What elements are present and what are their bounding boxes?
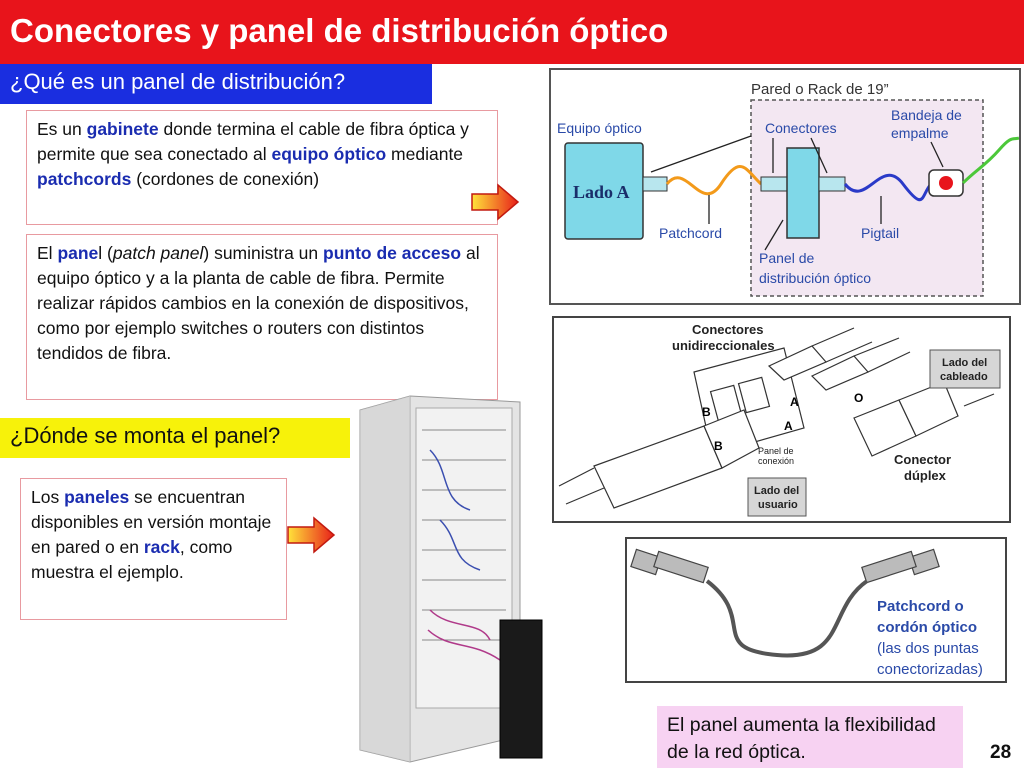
unidirectional-label-2: unidireccionales xyxy=(672,338,775,353)
slide-title: Conectores y panel de distribución óptic… xyxy=(10,12,669,49)
letter-a: A xyxy=(790,395,799,409)
lado-a-label: Lado A xyxy=(573,182,630,202)
letter-a: A xyxy=(784,419,793,433)
definition-paragraph: Es un gabinete donde termina el cable de… xyxy=(26,110,498,225)
letter-o: O xyxy=(854,391,863,405)
text-run: se encuentran disponibles en versión mon… xyxy=(31,487,272,557)
cable-side-label-1: Lado del xyxy=(942,357,987,369)
title-bar: Conectores y panel de distribución óptic… xyxy=(0,0,1024,64)
text-run: l ( xyxy=(98,243,113,263)
equipo-label: Equipo óptico xyxy=(557,120,642,136)
user-side-label-2: usuario xyxy=(758,499,798,511)
bandeja-label-1: Bandeja de xyxy=(891,107,962,123)
section-heading-what: ¿Qué es un panel de distribución? xyxy=(0,64,432,104)
bandeja-label-2: empalme xyxy=(891,125,949,141)
highlighted-term: rack xyxy=(143,537,180,557)
user-side-label-1: Lado del xyxy=(754,485,799,497)
arrow-right-icon xyxy=(287,516,336,554)
page-number: 28 xyxy=(990,742,1012,763)
patchcord-label-2: cordón óptico xyxy=(877,619,977,636)
text-run: El xyxy=(37,243,58,263)
panel-label-1: Panel de xyxy=(759,250,814,266)
panel-connector-left xyxy=(760,176,788,192)
text-run: (cordones de conexión) xyxy=(131,169,320,189)
patchcord-label: Patchcord xyxy=(659,225,722,241)
text-run: mediante xyxy=(386,144,464,164)
connectors-diagram: Conectores unidireccionales B A B A O Pa… xyxy=(552,316,1011,523)
user-side-box xyxy=(747,477,807,517)
conectores-label: Conectores xyxy=(765,120,837,136)
patchcord-label-3: (las dos puntas xyxy=(877,640,979,657)
connector-drawing xyxy=(558,327,995,509)
unidirectional-label-1: Conectores xyxy=(692,322,764,337)
patchcord-figure: Patchcord o cordón óptico (las dos punta… xyxy=(625,537,1007,683)
text-run: donde termina el cable de fibra óptica y… xyxy=(37,119,469,164)
arrow-right-icon xyxy=(471,183,520,221)
patchcord-cable xyxy=(665,165,763,196)
letter-b: B xyxy=(714,439,723,453)
panel-label-2: distribución óptico xyxy=(759,270,871,286)
pigtail-label: Pigtail xyxy=(861,225,899,241)
highlighted-term: equipo óptico xyxy=(271,144,387,164)
cable-side-label-2: cableado xyxy=(940,371,988,383)
fiber-cable xyxy=(961,136,1019,185)
rack-cabinet-image xyxy=(359,395,543,763)
panel-conexion-label-2: conexión xyxy=(758,456,794,466)
connector-port xyxy=(642,176,668,192)
note-box: El panel aumenta la flexibilidad de la r… xyxy=(657,706,963,768)
pigtail-cable xyxy=(843,173,933,202)
letter-b: B xyxy=(702,405,711,419)
mounting-paragraph: Los paneles se encuentran disponibles en… xyxy=(20,478,287,620)
function-paragraph: El panel (patch panel) suministra un pun… xyxy=(26,234,498,400)
highlighted-term: patchcords xyxy=(37,169,132,189)
panel-body xyxy=(786,147,820,239)
highlighted-term: pane xyxy=(57,243,99,263)
highlighted-term: punto de acceso xyxy=(323,243,462,263)
highlighted-term: paneles xyxy=(64,487,130,507)
patchcord-label-1: Patchcord o xyxy=(877,598,964,615)
text-run: , como muestra el ejemplo. xyxy=(31,537,233,582)
text-run: ) suministra un xyxy=(203,243,323,263)
highlighted-term: gabinete xyxy=(86,119,159,139)
patchcord-label-4: conectorizadas) xyxy=(877,661,983,678)
splice-point xyxy=(939,176,953,190)
patchcord-cable xyxy=(705,579,869,658)
section-heading-where: ¿Dónde se monta el panel? xyxy=(0,418,350,458)
cable-side-box xyxy=(929,349,1001,389)
panel-connector-right xyxy=(818,176,846,192)
pointer-lines xyxy=(650,135,944,251)
italic-term: patch panel xyxy=(112,243,204,263)
text-run: Los xyxy=(31,487,65,507)
panel-conexion-label-1: Panel de xyxy=(758,446,794,456)
text-run: al equipo óptico y a la planta de cable … xyxy=(37,243,480,363)
duplex-label-1: Conector xyxy=(894,452,951,467)
wall-label: Pared o Rack de 19” xyxy=(751,81,889,98)
patchcord-drawing xyxy=(630,548,940,584)
distribution-diagram: Pared o Rack de 19” Equipo óptico Lado A… xyxy=(549,68,1021,305)
text-run: Es un xyxy=(37,119,87,139)
duplex-label-2: dúplex xyxy=(904,468,947,483)
